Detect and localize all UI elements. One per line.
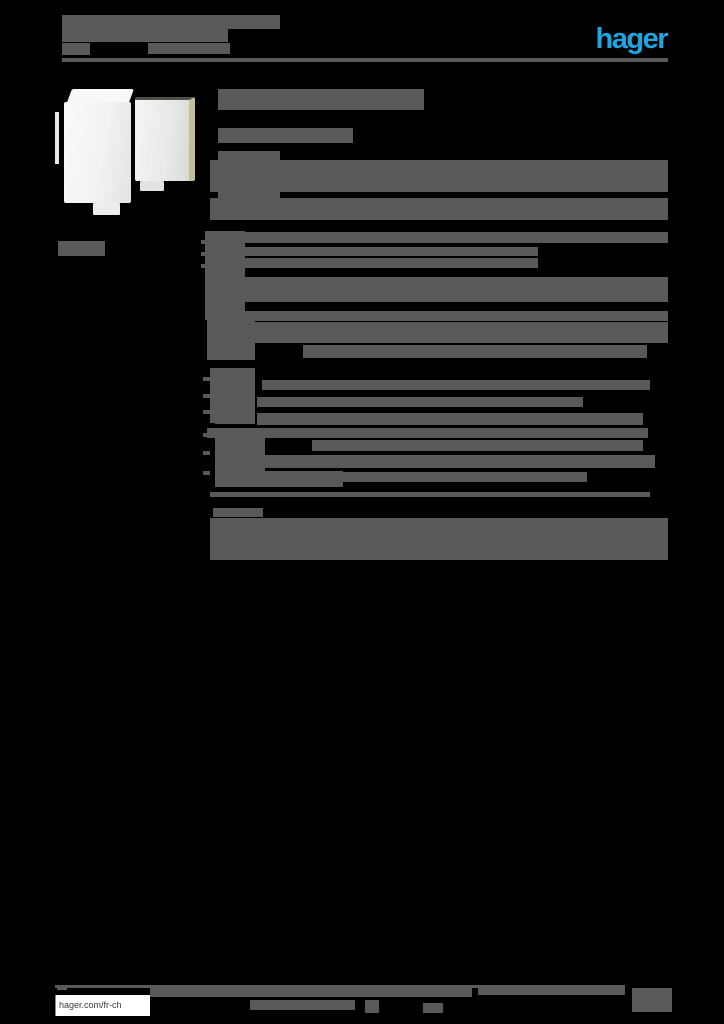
enclosure-edge-highlight	[55, 112, 59, 164]
redacted-text-block	[215, 418, 255, 424]
redacted-text-block	[365, 1000, 379, 1013]
header-divider	[62, 58, 668, 62]
enclosure-front-face	[64, 102, 131, 203]
product-photo	[55, 86, 207, 218]
redacted-text-block	[210, 160, 668, 192]
redacted-text-block	[55, 985, 625, 988]
redacted-text-block	[201, 240, 207, 244]
cover-panel	[135, 97, 195, 181]
redacted-text-block	[245, 232, 668, 243]
redacted-text-block	[58, 241, 105, 256]
redacted-text-block	[245, 311, 668, 321]
redacted-text-block	[62, 29, 228, 42]
redacted-text-block	[210, 368, 255, 423]
redacted-text-block	[303, 345, 647, 358]
redacted-text-block	[210, 198, 668, 220]
redacted-text-block	[148, 43, 230, 54]
redacted-text-block	[215, 471, 343, 487]
redacted-text-block	[262, 380, 650, 390]
redacted-text-block	[207, 428, 648, 438]
enclosure-foot	[93, 203, 120, 215]
redacted-text-block	[203, 377, 210, 381]
redacted-text-block	[57, 985, 67, 990]
redacted-text-block	[62, 43, 90, 55]
redacted-text-block	[203, 471, 210, 475]
redacted-text-block	[210, 492, 650, 497]
redacted-text-block	[225, 247, 538, 256]
redacted-text-block	[265, 472, 587, 482]
redacted-text-block	[205, 231, 245, 320]
redacted-text-block	[228, 277, 668, 302]
redacted-text-block	[312, 440, 643, 451]
redacted-text-block	[150, 987, 472, 997]
redacted-text-block	[203, 410, 210, 414]
redacted-text-block	[62, 15, 280, 29]
redacted-text-block	[257, 397, 583, 407]
redacted-text-block	[210, 518, 668, 560]
redacted-text-block	[265, 455, 655, 468]
redacted-text-block	[201, 252, 207, 256]
redacted-text-block	[213, 508, 263, 517]
redacted-text-block	[250, 1000, 355, 1010]
redacted-text-block	[225, 258, 538, 268]
redacted-text-block	[423, 1003, 443, 1013]
redacted-text-block	[203, 451, 210, 455]
redacted-text-block	[257, 413, 643, 425]
cover-panel-foot	[140, 181, 164, 191]
redacted-text-block	[218, 89, 424, 110]
redacted-text-block	[218, 322, 668, 343]
redacted-text-block	[218, 128, 353, 143]
hager-logo: hager	[595, 23, 669, 55]
footer-website-link[interactable]: hager.com/fr-ch	[55, 995, 150, 1016]
redacted-text-block	[203, 433, 210, 437]
redacted-text-block	[203, 394, 210, 398]
footer-stamp	[632, 988, 672, 1012]
redacted-text-block	[478, 987, 625, 995]
redacted-text-block	[201, 264, 207, 268]
